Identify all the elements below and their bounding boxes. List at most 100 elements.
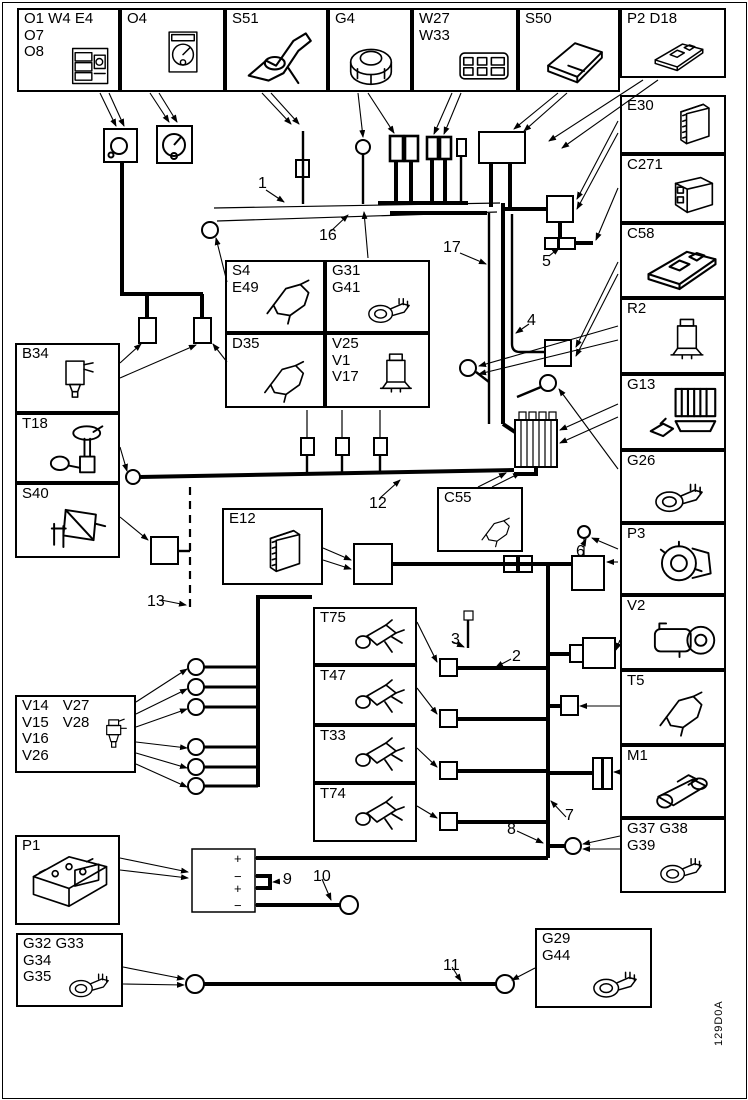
component-box-t33: T33 [313,725,417,783]
component-box-g26: G26 [620,450,726,523]
component-box-o4: O4 [120,8,225,92]
component-label-s50: S50 [525,10,552,27]
component-box-v25: V25 V1 V17 [325,333,430,408]
component-box-g4: G4 [328,8,412,92]
fuse-box-illustration [636,30,722,74]
component-label-g37: G37 G38 G39 [627,820,688,854]
ring-terminal-illustration [646,471,712,519]
component-box-v2: V2 [620,595,726,670]
component-label-c58: C58 [627,225,655,242]
component-label-s51: S51 [232,10,259,27]
component-box-t75: T75 [313,607,417,665]
component-box-c55: C55 [437,487,523,552]
pressure-sensor-illustration [48,351,102,409]
component-box-g32: G32 G33 G34 G35 [16,933,123,1007]
component-label-d35: D35 [232,335,260,352]
ring-terminal-illustration [582,960,648,1004]
component-box-o1: O1 W4 E4 O7 O8 [17,8,120,92]
sensor-illustration [652,683,714,741]
component-box-s40: S40 [15,483,120,558]
battery-illustration [24,847,116,921]
compressor-illustration [646,610,722,666]
component-label-v2: V2 [627,597,646,614]
component-label-p1: P1 [22,837,41,854]
component-label-p3: P3 [627,525,646,542]
component-box-g29: G29 G44 [535,928,652,1008]
round-connector-illustration [342,38,400,88]
component-label-g32: G32 G33 G34 G35 [23,935,84,985]
component-box-d35: D35 [225,333,325,408]
sensor-plug-illustration [351,788,413,838]
component-box-p3: P3 [620,523,726,595]
component-label-t33: T33 [320,727,346,744]
component-label-o4: O4 [127,10,148,27]
component-box-s51: S51 [225,8,328,92]
component-label-g4: G4 [335,10,356,27]
component-label-e30: E30 [627,97,654,114]
component-label-c55: C55 [444,489,472,506]
component-label-w27: W27 W33 [419,10,450,44]
component-box-v14: V14 V15 V16 V26 V27 V28 [15,695,136,773]
component-label-v14-col1: V14 V15 V16 V26 [22,697,49,764]
component-label-c271: C271 [627,156,663,173]
component-box-t18: T18 [15,413,120,483]
component-box-p1: P1 [15,835,120,925]
distributor-illustration [251,356,321,404]
switch-illustration [238,26,324,88]
component-label-p2d18: P2 D18 [627,10,678,27]
component-label-s40: S40 [22,485,49,502]
component-box-c58: C58 [620,223,726,298]
component-box-g37: G37 G38 G39 [620,818,726,893]
component-label-t74: T74 [320,785,346,802]
flat-module-illustration [540,32,610,88]
component-label-t75: T75 [320,609,346,626]
component-label-b34: B34 [22,345,49,362]
ring-terminal-illustration [358,287,420,329]
component-label-r2: R2 [627,300,647,317]
component-label-o1: O1 W4 E4 O7 O8 [24,10,94,60]
component-box-w27: W27 W33 [412,8,518,92]
component-label-v25: V25 V1 V17 [332,335,359,385]
sensor-plug-illustration [351,671,413,721]
component-label-g13: G13 [627,376,656,393]
component-label-m1: M1 [627,747,648,764]
component-box-s4: S4 E49 [225,260,325,333]
component-label-v14: V14 V15 V16 V26 V27 V28 [22,697,90,764]
sensor-plug-illustration [351,729,413,779]
component-box-s50: S50 [518,8,620,92]
control-unit-illustration [666,98,722,150]
component-box-t47: T47 [313,665,417,725]
component-label-e12: E12 [229,510,256,527]
plate-connector-illustration [454,42,514,88]
component-label-g29: G29 G44 [542,930,571,964]
control-unit-illustration [255,521,313,581]
gauge-illustration [157,16,209,88]
component-box-t74: T74 [313,783,417,842]
component-label-v14-col2: V27 V28 [62,697,90,731]
component-label-g26: G26 [627,452,656,469]
valve-assembly-illustration [34,496,116,554]
sensor-plug-illustration [351,611,413,661]
component-label-t47: T47 [320,667,346,684]
component-box-c271: C271 [620,154,726,223]
alternator-illustration [654,531,722,591]
switch-sensor-illustration [259,271,321,329]
component-box-e12: E12 [222,508,323,585]
connector-block-illustration [664,169,722,219]
component-box-r2: R2 [620,298,726,374]
starter-illustration [642,760,722,814]
component-box-g31: G31 G41 [325,260,430,333]
component-box-e30: E30 [620,95,726,154]
component-label-t18: T18 [22,415,48,432]
component-box-p2d18: P2 D18 [620,8,726,78]
component-label-g31: G31 G41 [332,262,361,296]
component-label-t5: T5 [627,672,645,689]
component-box-g13: G13 [620,374,726,450]
small-connector-illustration [475,514,519,548]
relay-illustration [658,308,714,370]
component-box-t5: T5 [620,670,726,745]
connector-comb-illustration [644,384,722,446]
component-box-b34: B34 [15,343,120,413]
